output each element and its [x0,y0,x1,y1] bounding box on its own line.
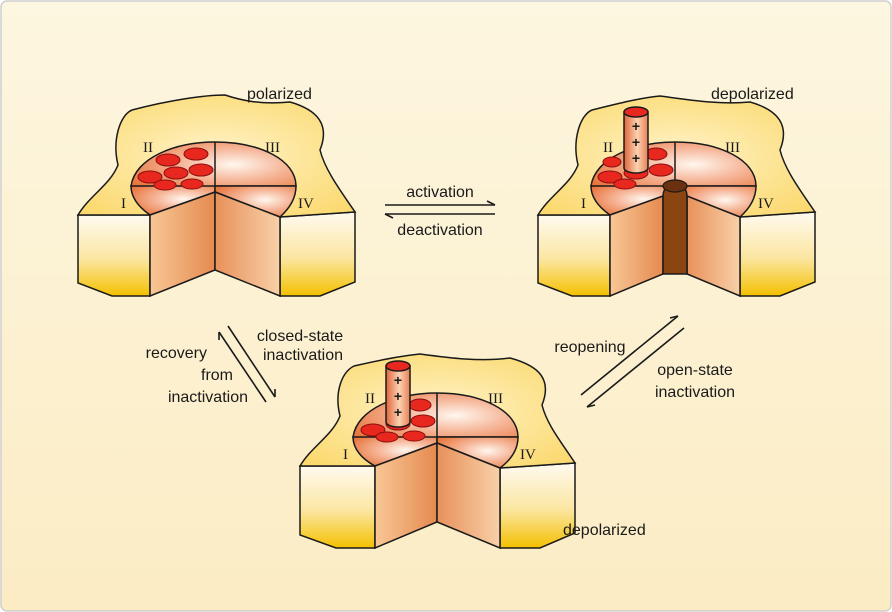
membrane-left-edge [299,465,376,549]
domain-label-i: I [343,447,348,463]
gating-particles [137,147,214,191]
membrane-right-edge [279,211,356,297]
membrane-left-edge [537,214,611,297]
channel-open: + + + II III I IV [536,95,817,298]
sensor-charge: + [394,388,402,404]
domain-label-i: I [121,196,126,212]
state-label-depolarized-inactivated: depolarized [563,522,646,539]
domain-label-iii: III [265,140,280,156]
activation-arrowhead [486,200,496,206]
open-state-inactivation-arrow [586,327,685,408]
open-state-label-line2: inactivation [655,384,735,401]
sensor-cap [623,106,649,118]
domain-label-ii: II [365,391,375,407]
domain-label-ii: II [603,140,613,156]
open-pore [662,183,688,275]
sensor-charge: + [394,404,402,420]
closed-state-label-line1: closed-state [257,328,343,345]
closed-state-inactivation-arrow [227,325,276,398]
membrane-right-edge [739,211,816,297]
domain-label-iii: III [488,391,503,407]
recovery-label-line3: inactivation [168,389,248,406]
sensor-charge: + [632,118,640,134]
reopening-arrow [580,315,679,396]
domain-label-ii: II [143,140,153,156]
domain-label-iii: III [725,140,740,156]
channel-face-right [436,441,501,550]
transition-arrows [218,200,685,408]
channel-polarized: II III I IV [76,94,357,298]
domain-label-iv: IV [758,196,774,212]
membrane-left-edge [77,214,151,297]
recovery-arrow [218,331,267,403]
activation-label: activation [406,184,474,201]
deactivation-label: deactivation [397,222,482,239]
sensor-charge: + [394,372,402,388]
recovery-label-line1: recovery [146,345,207,362]
closed-state-label-line2: inactivation [263,347,343,364]
domain-label-i: I [581,196,586,212]
sensor-charge: + [632,150,640,166]
channel-inactivated: + + + II III I IV [298,353,577,550]
state-label-polarized: polarized [247,86,312,103]
voltage-sensor: + + + [385,360,411,428]
reopening-label: reopening [554,339,625,356]
voltage-sensor: + + + [623,106,649,174]
pore-opening [662,179,688,193]
deactivation-arrowhead [384,213,394,219]
channel-face-right [214,190,281,298]
open-state-label-line1: open-state [657,362,733,379]
state-label-depolarized-open: depolarized [711,86,794,103]
recovery-label-line2: from [201,367,233,384]
domain-label-iv: IV [298,196,314,212]
sensor-cap [385,360,411,372]
domain-label-iv: IV [520,447,536,463]
sensor-charge: + [632,134,640,150]
